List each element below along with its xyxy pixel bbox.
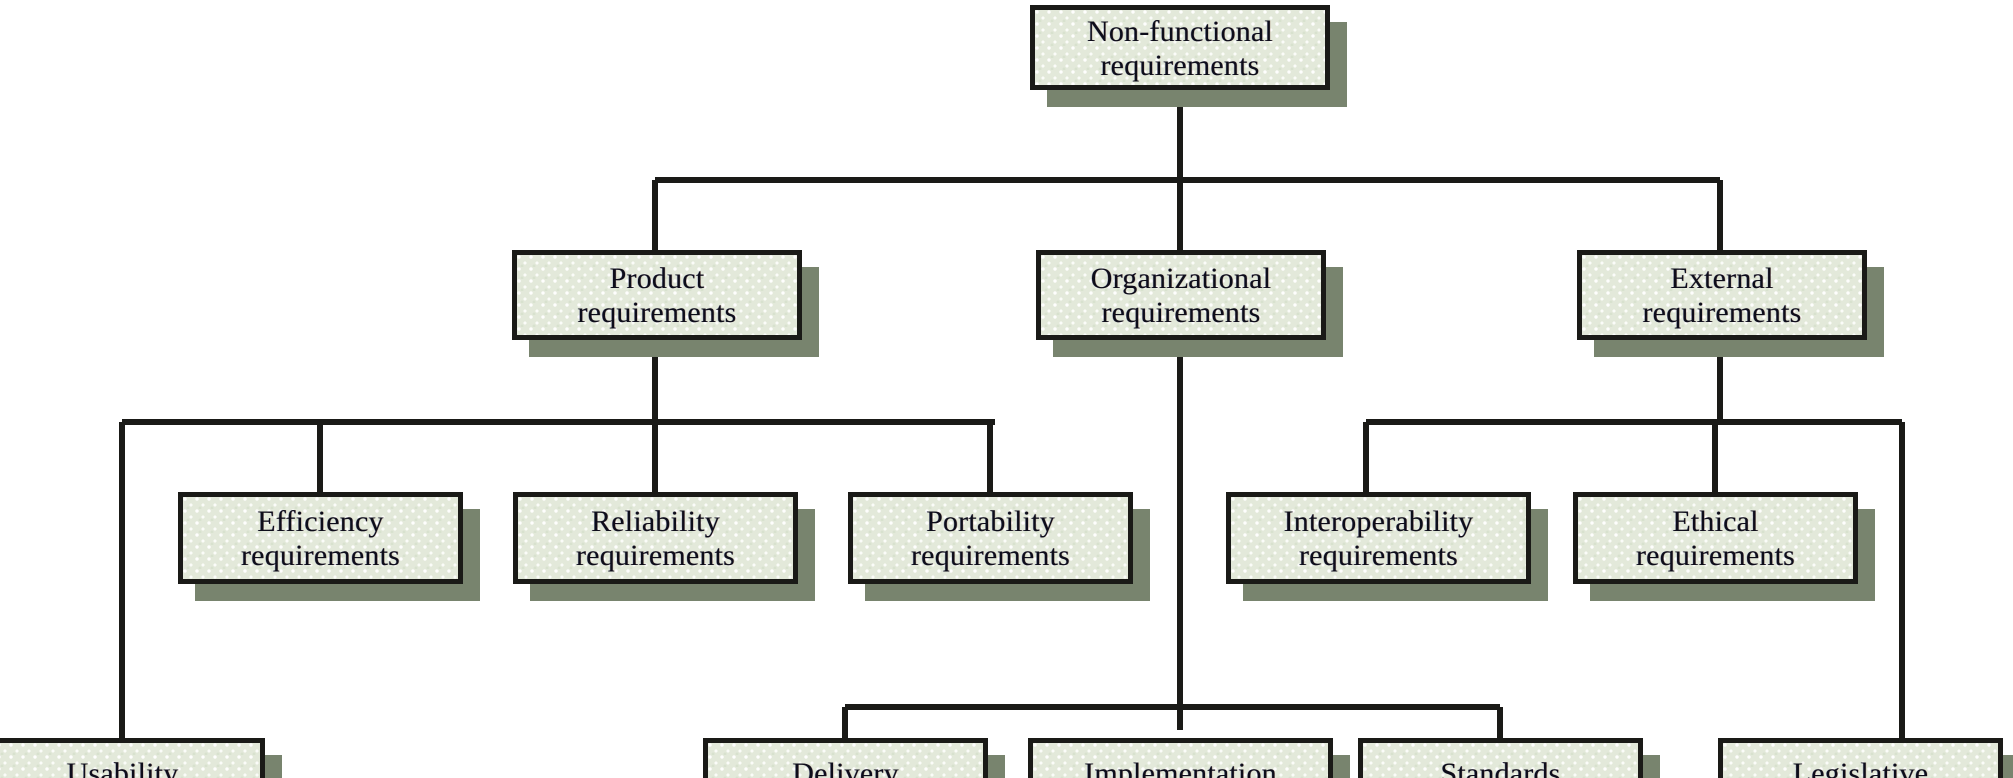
node-label-line: Usability	[66, 757, 179, 778]
node-label-line: Portability	[926, 505, 1055, 539]
node-delivery[interactable]: Delivery	[703, 738, 1005, 778]
node-label-line: Ethical	[1672, 505, 1759, 539]
node-usability[interactable]: Usability	[0, 738, 282, 778]
node-label-line: requirements	[1635, 539, 1795, 572]
node-label-line: Product	[609, 262, 705, 296]
node-label-line: Organizational	[1090, 262, 1272, 296]
node-label-line: requirements	[910, 539, 1070, 572]
node-label-line: requirements	[577, 296, 737, 329]
node-label-line: requirements	[240, 539, 400, 572]
node-face: Implementation	[1028, 738, 1333, 778]
node-face: Usability	[0, 738, 265, 778]
node-label-line: Implementation	[1084, 757, 1277, 778]
node-face: Standards	[1358, 738, 1643, 778]
node-label-line: Interoperability	[1283, 505, 1474, 539]
node-label-line: Efficiency	[257, 505, 384, 539]
node-face: Delivery	[703, 738, 988, 778]
node-label-line: Standards	[1440, 757, 1561, 778]
node-label-line: requirements	[575, 539, 735, 572]
node-legislative[interactable]: Legislative	[1718, 738, 2013, 778]
node-label-line: requirements	[1298, 539, 1458, 572]
node-label-line: Non-functional	[1086, 14, 1274, 48]
node-implementation[interactable]: Implementation	[1028, 738, 1350, 778]
node-standards[interactable]: Standards	[1358, 738, 1660, 778]
node-label-line: External	[1670, 262, 1774, 296]
node-label-line: Legislative	[1792, 757, 1929, 778]
node-label-line: requirements	[1101, 296, 1261, 329]
node-label-line: Reliability	[591, 505, 720, 539]
node-label-line: requirements	[1100, 48, 1260, 82]
node-label-line: requirements	[1642, 296, 1802, 329]
node-face: Legislative	[1718, 738, 2003, 778]
node-label-line: Delivery	[792, 757, 899, 778]
